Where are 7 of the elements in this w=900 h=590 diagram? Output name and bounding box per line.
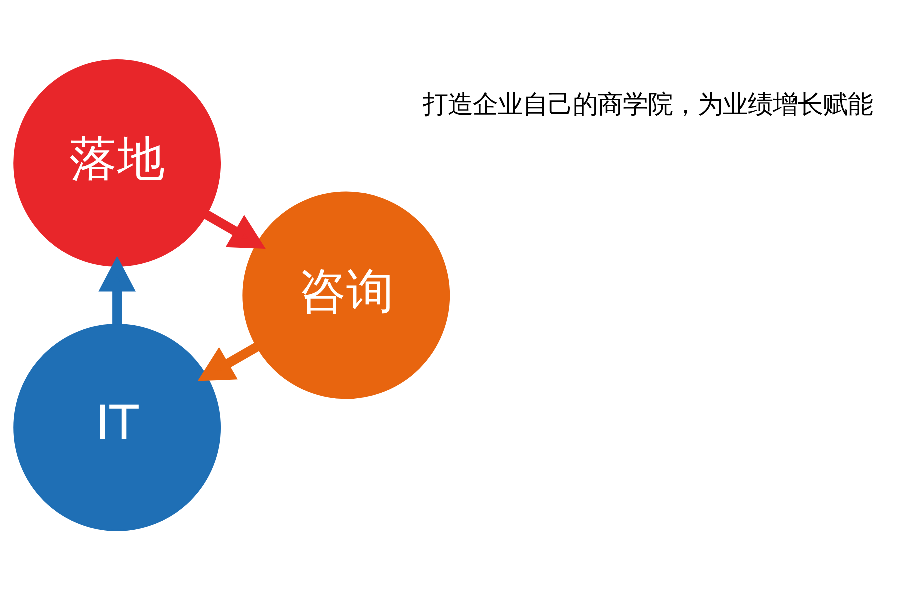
arrow: [204, 210, 266, 249]
label: 打造企业自己的商学院，为业绩增长赋能: [423, 88, 874, 119]
arrow: [198, 342, 260, 381]
node-circle: 咨询: [242, 191, 450, 399]
node-circle: 落地: [14, 59, 222, 266]
arrow: [98, 256, 136, 324]
node-circle: IT: [14, 324, 222, 531]
